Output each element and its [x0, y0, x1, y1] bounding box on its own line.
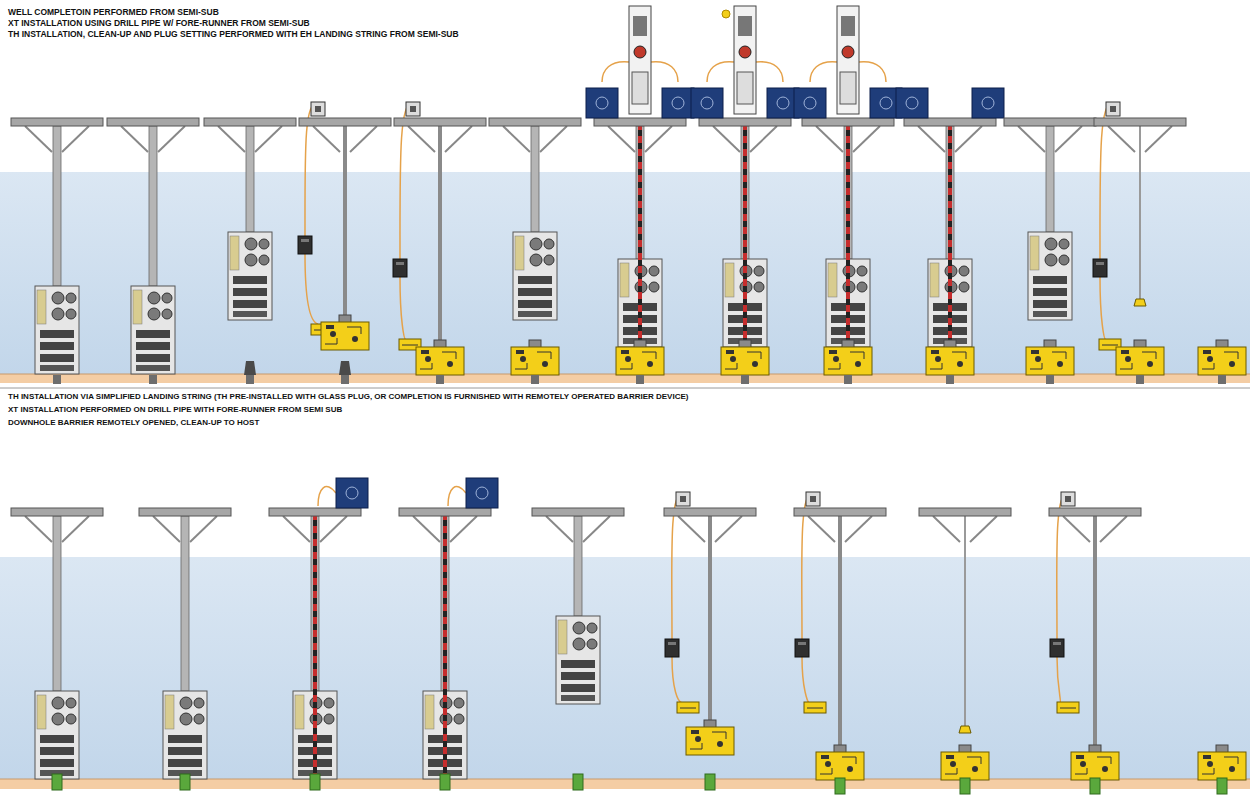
step-caption: XT INSTALLATION PERFORMED ON DRILL PIPE … [8, 405, 342, 414]
sea [0, 172, 1250, 375]
step-caption: TH INSTALLATION VIA SIMPLIFIED LANDING S… [8, 392, 688, 401]
stage [107, 118, 199, 384]
stage [489, 118, 581, 384]
stage [794, 6, 902, 384]
stage [896, 88, 1004, 384]
stage [298, 102, 391, 384]
stage [794, 492, 886, 794]
step-caption: WELL COMPLETOIN PERFORMED FROM SEMI-SUB [8, 8, 219, 18]
panel-divider [0, 388, 1250, 389]
status-light [722, 10, 730, 18]
stage [919, 508, 1011, 794]
stage [399, 478, 498, 790]
stage [11, 508, 103, 790]
stage [393, 102, 486, 384]
step-caption: TH INSTALLATION, CLEAN-UP AND PLUG SETTI… [8, 30, 459, 40]
stage [586, 6, 694, 384]
stage [11, 118, 103, 384]
stage [139, 508, 231, 790]
stage [204, 118, 296, 384]
stage [532, 508, 624, 790]
step-caption: DOWNHOLE BARRIER REMOTELY OPENED, CLEAN-… [8, 418, 259, 427]
stage [664, 492, 756, 790]
stage [1093, 102, 1186, 384]
step-caption: XT INSTALLATION USING DRILL PIPE W/ FORE… [8, 19, 310, 29]
stage [1004, 118, 1096, 384]
stage [1198, 340, 1246, 384]
stage [691, 6, 799, 384]
stage [269, 478, 368, 790]
stage [1049, 492, 1141, 794]
stage [1198, 745, 1246, 794]
